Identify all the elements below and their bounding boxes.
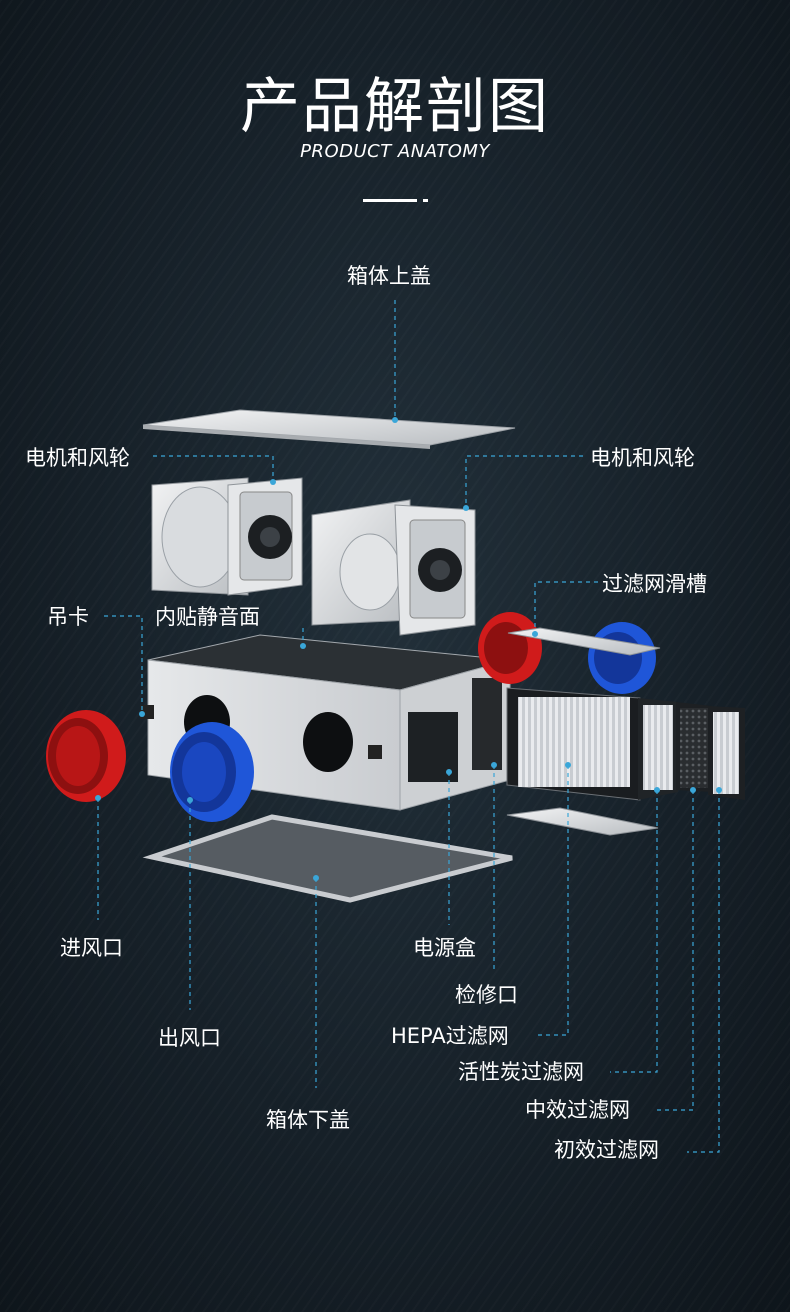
leader-motor-left [153, 455, 274, 480]
label-hanger: 吊卡 [47, 605, 89, 629]
leader-filter-slot [534, 581, 598, 633]
page-subtitle: PRODUCT ANATOMY [300, 141, 490, 162]
pin-top-cover [392, 417, 398, 423]
filter-stack [506, 687, 745, 801]
pin-hepa [565, 762, 571, 768]
pin-primary [716, 787, 722, 793]
pin-motor-left [270, 479, 276, 485]
label-medium-filter: 中效过滤网 [525, 1098, 630, 1122]
fan-right [311, 499, 476, 636]
title-divider-dot [423, 199, 428, 202]
pin-access-port [491, 762, 497, 768]
filter-slot [507, 627, 661, 656]
pin-bottom-cover [313, 875, 319, 881]
page-title: 产品解剖图 [240, 72, 550, 142]
leader-motor-right [465, 455, 583, 508]
label-motor-right: 电机和风轮 [590, 446, 695, 470]
pin-power-box [446, 769, 452, 775]
label-sound-lining: 内贴静音面 [155, 605, 260, 629]
leader-medium [656, 790, 694, 1111]
pin-hanger [139, 711, 145, 717]
leader-hanger [104, 615, 143, 712]
title-divider-bar [363, 199, 417, 202]
leader-primary [687, 790, 720, 1153]
label-power-box: 电源盒 [413, 936, 476, 960]
label-filter-slot: 过滤网滑槽 [602, 572, 707, 596]
pin-filter-slot [532, 631, 538, 637]
label-top-cover: 箱体上盖 [347, 264, 431, 288]
fan-left [151, 477, 303, 596]
pin-outlet [187, 797, 193, 803]
leader-carbon [610, 790, 658, 1073]
pin-inlet [95, 795, 101, 801]
pin-medium [690, 787, 696, 793]
label-bottom-cover: 箱体下盖 [266, 1108, 350, 1132]
outlet-ring [170, 722, 254, 822]
label-hepa-filter: HEPA过滤网 [391, 1024, 509, 1048]
label-carbon-filter: 活性炭过滤网 [458, 1060, 584, 1084]
inlet-ring [46, 710, 126, 802]
leader-hepa [538, 765, 569, 1036]
label-motor-left: 电机和风轮 [25, 446, 130, 470]
pin-motor-right [463, 505, 469, 511]
label-outlet: 出风口 [158, 1026, 221, 1050]
label-inlet: 进风口 [60, 936, 123, 960]
bottom-cover [142, 814, 513, 903]
bottom-rails [506, 807, 659, 836]
label-access-port: 检修口 [455, 983, 518, 1007]
label-primary-filter: 初效过滤网 [554, 1138, 659, 1162]
pin-carbon [654, 787, 660, 793]
pin-sound-lining [300, 643, 306, 649]
